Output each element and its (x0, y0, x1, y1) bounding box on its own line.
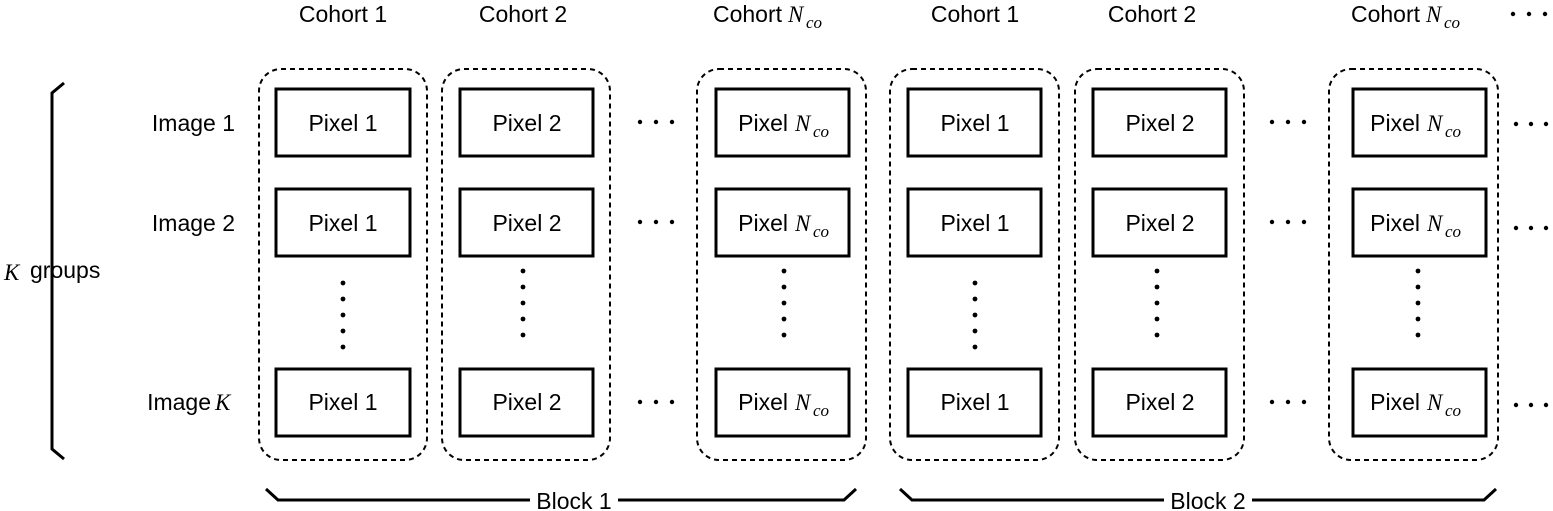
row-label: Image 2 (152, 210, 235, 236)
trailing-ellipsis (1513, 121, 1549, 127)
pixel-label: Pixel 1 (940, 389, 1009, 415)
cohort-box (696, 68, 867, 461)
pixel-box (1351, 87, 1488, 158)
block-label: Block 1 (536, 488, 611, 511)
co-subscript: co (1445, 122, 1461, 141)
n-symbol: N (1425, 2, 1443, 27)
pixel-label: Pixel 2 (492, 210, 561, 236)
row-ellipsis (637, 119, 675, 125)
pixel-box (274, 367, 412, 438)
row-label: Image 1 (152, 110, 235, 136)
n-symbol: N (787, 2, 805, 27)
pixel-box (1091, 87, 1228, 158)
block-2-bracket (898, 487, 1164, 502)
cohort-header: Cohort 1 (299, 1, 387, 27)
pixel-box (906, 367, 1043, 438)
cohort-header: Cohort 2 (1108, 1, 1196, 27)
groups-text: groups (30, 257, 100, 283)
pixel-box (906, 87, 1043, 158)
pixel-box (458, 367, 595, 438)
pixel-label: Pixel 1 (940, 110, 1009, 136)
cohort-box (1074, 68, 1245, 461)
block-1-bracket (264, 487, 530, 502)
cohort-header-nco: Cohort N co (713, 1, 822, 32)
pixel-label: Pixel 2 (1125, 210, 1194, 236)
pixel-box (1351, 367, 1488, 438)
column-ellipsis (520, 268, 526, 338)
co-subscript: co (813, 401, 829, 420)
k-groups-brace (50, 81, 65, 461)
column-ellipsis (1154, 268, 1160, 338)
pixel-box (714, 367, 851, 438)
co-subscript: co (1445, 222, 1461, 241)
pixel-label: Pixel (738, 110, 788, 136)
co-subscript: co (806, 13, 822, 32)
k-groups-label: K groups (3, 257, 100, 285)
n-symbol: N (794, 211, 812, 236)
co-subscript: co (1444, 13, 1460, 32)
pixel-box (458, 87, 595, 158)
n-symbol: N (794, 390, 812, 415)
cohort-box (1328, 68, 1499, 461)
pixel-label: Pixel (738, 210, 788, 236)
header-ellipsis (1510, 11, 1548, 17)
pixel-box (274, 187, 412, 258)
co-subscript: co (1445, 401, 1461, 420)
k-symbol: K (214, 390, 232, 415)
cohort-header: Cohort (1351, 1, 1421, 27)
pixel-label: Pixel 2 (492, 389, 561, 415)
column-ellipsis (972, 280, 978, 350)
pixel-box (1351, 187, 1488, 258)
pixel-label: Pixel (1370, 210, 1420, 236)
trailing-ellipsis (1513, 225, 1549, 231)
pixel-box (274, 87, 412, 158)
row-ellipsis (637, 219, 675, 225)
column-ellipsis (1415, 268, 1421, 338)
k-symbol: K (3, 260, 21, 285)
pixel-label: Pixel (738, 389, 788, 415)
pixel-box (714, 187, 851, 258)
block-2-bracket (1252, 487, 1498, 502)
pixel-label: Pixel 2 (1125, 110, 1194, 136)
cohort-box (889, 68, 1060, 461)
pixel-label: Pixel (1370, 110, 1420, 136)
pixel-label: Pixel 2 (492, 110, 561, 136)
pixel-box (1091, 367, 1228, 438)
row-ellipsis (637, 399, 675, 405)
cohort-header: Cohort 1 (931, 1, 1019, 27)
pixel-label: Pixel 1 (308, 110, 377, 136)
column-ellipsis (340, 280, 346, 350)
pixel-label: Pixel 1 (308, 389, 377, 415)
pixel-label: Pixel 1 (940, 210, 1009, 236)
pixel-box (714, 87, 851, 158)
n-symbol: N (794, 111, 812, 136)
pixel-label: Pixel (1370, 389, 1420, 415)
trailing-ellipsis (1513, 402, 1549, 408)
block-label: Block 2 (1170, 488, 1245, 511)
row-label: Image (147, 389, 211, 415)
cohort-header: Cohort 2 (479, 1, 567, 27)
cohort-header-nco: Cohort N co (1351, 1, 1460, 32)
cohort-header: Cohort (713, 1, 783, 27)
pixel-box (1091, 187, 1228, 258)
row-label-image-k: Image K (147, 389, 232, 415)
pixel-label: Pixel 1 (308, 210, 377, 236)
row-ellipsis (1269, 399, 1307, 405)
n-symbol: N (1426, 211, 1444, 236)
co-subscript: co (813, 122, 829, 141)
co-subscript: co (813, 222, 829, 241)
pixel-label: Pixel 2 (1125, 389, 1194, 415)
n-symbol: N (1426, 111, 1444, 136)
block-1-bracket (618, 487, 858, 502)
column-ellipsis (781, 268, 787, 338)
n-symbol: N (1426, 390, 1444, 415)
row-ellipsis (1269, 119, 1307, 125)
pixel-box (906, 187, 1043, 258)
row-ellipsis (1269, 219, 1307, 225)
pixel-box (458, 187, 595, 258)
